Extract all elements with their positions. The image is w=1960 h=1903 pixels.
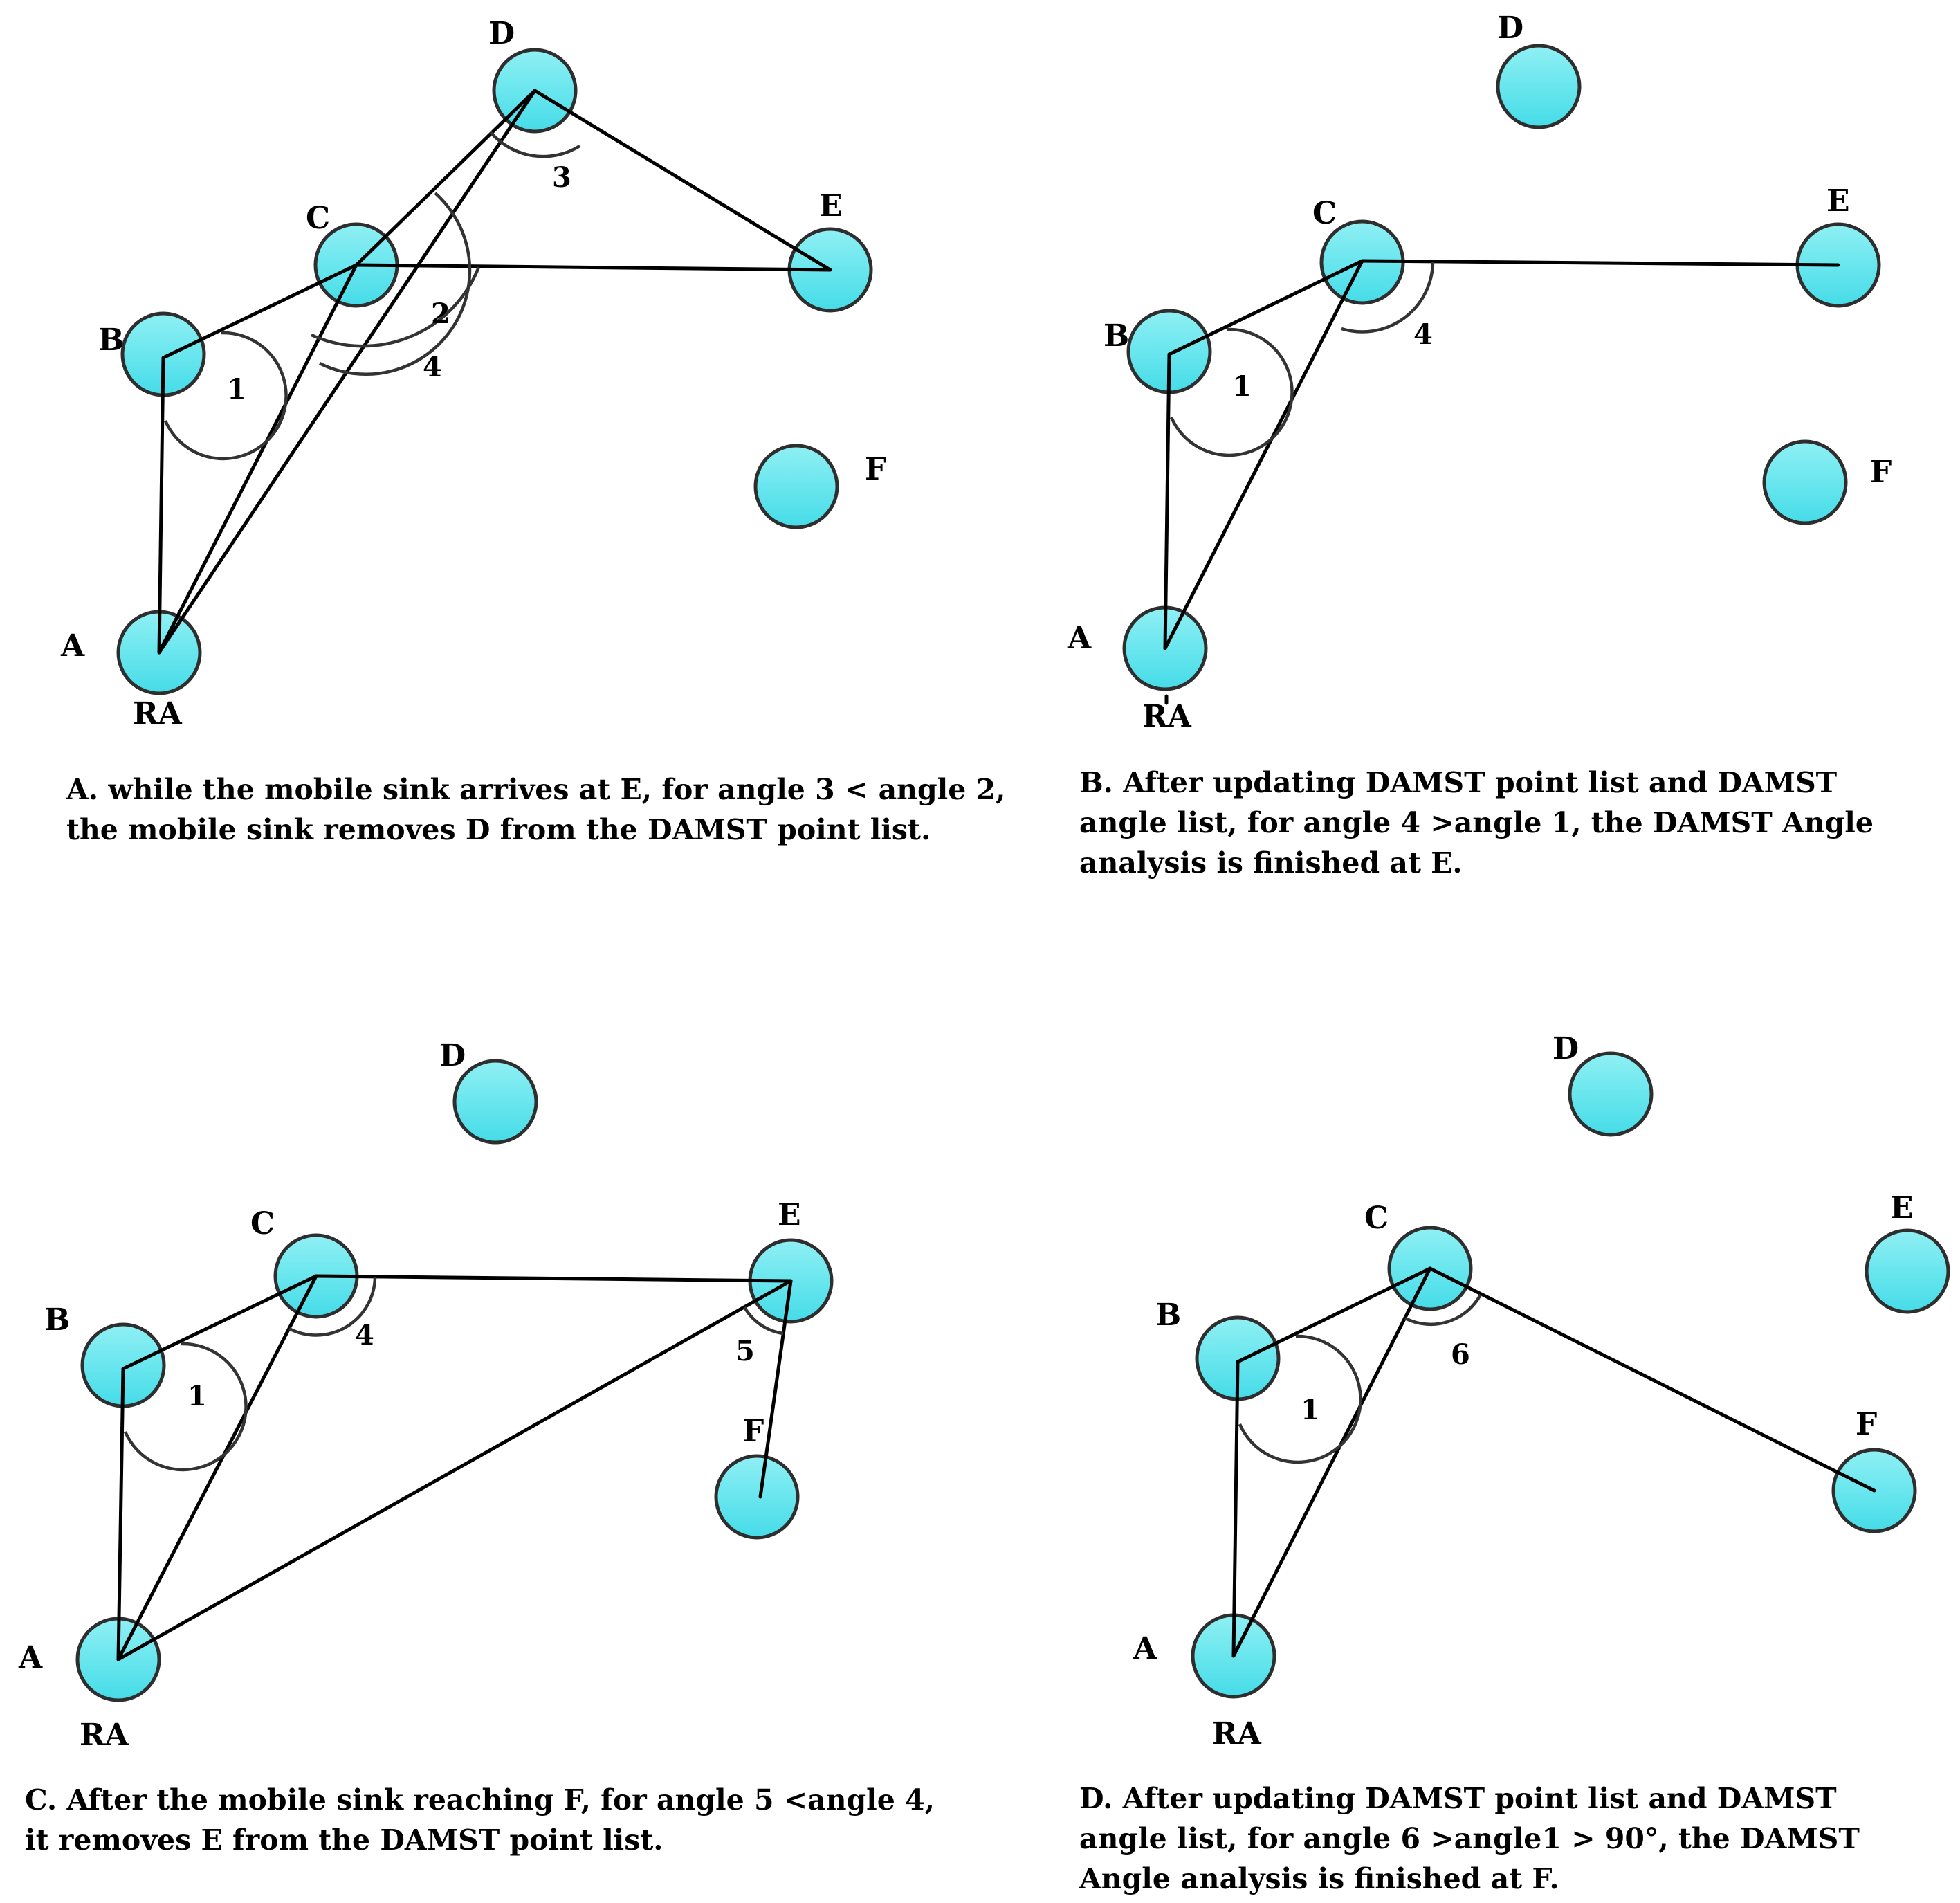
edge-a-b bbox=[157, 356, 165, 655]
node-e-label: E bbox=[778, 1197, 801, 1232]
node-b-label: B bbox=[1103, 318, 1129, 354]
node-ra-label: RA bbox=[1212, 1716, 1262, 1751]
angle-5-arc bbox=[743, 1306, 784, 1336]
angle-1-arc bbox=[1169, 327, 1294, 457]
node-f-label: F bbox=[865, 452, 886, 487]
node-e bbox=[1865, 1228, 1950, 1314]
panel-d-diagram: 1 6 D C E B F A RA bbox=[1133, 1031, 1950, 1751]
edge-b-c bbox=[121, 1274, 318, 1371]
edge-c-e bbox=[354, 263, 832, 272]
panel-c-caption: C. After the mobile sink reaching F, for… bbox=[25, 1780, 935, 1860]
caption-line: B. After updating DAMST point list and D… bbox=[1079, 766, 1838, 799]
edge-c-d bbox=[354, 89, 537, 267]
node-c-label: C bbox=[1364, 1201, 1389, 1236]
node-ra-label: RA bbox=[80, 1718, 129, 1753]
panel-d-caption: D. After updating DAMST point list and D… bbox=[1079, 1778, 1860, 1899]
edge-a-b bbox=[1163, 352, 1171, 650]
angle-4-arc bbox=[288, 1276, 377, 1337]
angle-2-label: 2 bbox=[431, 298, 450, 330]
angle-2-arc bbox=[318, 192, 472, 376]
node-a-label: A bbox=[60, 628, 85, 664]
node-ra-label: RA bbox=[1142, 699, 1192, 734]
angle-1-arc bbox=[1238, 1334, 1362, 1464]
angle-4-label: 4 bbox=[423, 351, 442, 383]
panel-a-diagram: 1 2 3 4 D C E B F A RA bbox=[60, 16, 886, 731]
node-f-label: F bbox=[742, 1414, 764, 1449]
caption-line: C. After the mobile sink reaching F, for… bbox=[25, 1783, 935, 1816]
edge-b-c bbox=[161, 263, 358, 360]
angle-4-arc bbox=[311, 266, 481, 348]
angle-4-label: 4 bbox=[1413, 318, 1433, 351]
node-a-label: A bbox=[18, 1640, 43, 1675]
node-b-label: B bbox=[44, 1302, 70, 1338]
edge-a-b bbox=[1231, 1360, 1240, 1658]
node-c-label: C bbox=[1312, 196, 1337, 231]
node-d-label: D bbox=[488, 16, 515, 51]
edge-a-e bbox=[116, 1279, 793, 1661]
node-f bbox=[714, 1454, 800, 1540]
angle-1-arc bbox=[163, 331, 288, 461]
node-d-label: D bbox=[1553, 1031, 1579, 1066]
caption-line: the mobile sink removes D from the DAMST… bbox=[66, 813, 931, 846]
panel-b-caption: B. After updating DAMST point list and D… bbox=[1079, 763, 1874, 883]
node-b-label: B bbox=[1155, 1298, 1181, 1333]
node-c-label: C bbox=[306, 201, 330, 236]
node-d bbox=[1496, 44, 1582, 129]
node-e-label: E bbox=[1826, 183, 1850, 219]
caption-line: angle list, for angle 6 >angle1 > 90°, t… bbox=[1079, 1822, 1860, 1855]
edge-a-c bbox=[157, 263, 358, 655]
angle-3-arc bbox=[489, 131, 581, 158]
node-e-label: E bbox=[819, 188, 843, 224]
angle-1-arc bbox=[123, 1342, 248, 1472]
node-d bbox=[1568, 1051, 1654, 1137]
node-b-label: B bbox=[98, 322, 124, 358]
angle-4-label: 4 bbox=[355, 1319, 374, 1351]
angle-5-label: 5 bbox=[735, 1335, 755, 1367]
angle-1-label: 1 bbox=[1301, 1394, 1320, 1426]
angle-1-label: 1 bbox=[187, 1380, 207, 1412]
node-ra-label: RA bbox=[133, 696, 183, 731]
node-d bbox=[452, 1059, 538, 1145]
caption-line: D. After updating DAMST point list and D… bbox=[1079, 1782, 1837, 1815]
panel-a-caption: A. while the mobile sink arrives at E, f… bbox=[66, 770, 1005, 850]
edge-a-c bbox=[1231, 1266, 1432, 1658]
node-a-label: A bbox=[1067, 621, 1092, 656]
caption-line: A. while the mobile sink arrives at E, f… bbox=[66, 773, 1006, 806]
panel-b-diagram: 1 4 D C E B F A RA bbox=[1067, 10, 1892, 734]
node-e-label: E bbox=[1890, 1190, 1914, 1226]
edge-b-c bbox=[1236, 1266, 1432, 1364]
edge-c-e bbox=[1360, 259, 1840, 267]
node-d-label: D bbox=[439, 1038, 466, 1073]
node-f-label: F bbox=[1856, 1407, 1877, 1442]
edge-e-f bbox=[758, 1279, 793, 1499]
angle-1-label: 1 bbox=[227, 373, 246, 406]
node-d-label: D bbox=[1497, 10, 1523, 46]
edge-a-c bbox=[116, 1274, 318, 1661]
edge-c-e bbox=[314, 1274, 793, 1283]
angle-3-label: 3 bbox=[552, 161, 571, 194]
node-f bbox=[753, 444, 839, 529]
node-f bbox=[1762, 439, 1848, 525]
caption-line: it removes E from the DAMST point list. bbox=[25, 1823, 663, 1857]
caption-line: Angle analysis is finished at F. bbox=[1079, 1862, 1559, 1895]
node-a-label: A bbox=[1133, 1631, 1157, 1666]
angle-6-arc bbox=[1404, 1293, 1482, 1327]
node-c-label: C bbox=[250, 1206, 275, 1241]
caption-line: analysis is finished at E. bbox=[1079, 846, 1463, 880]
angle-4-arc bbox=[1341, 261, 1435, 334]
edge-b-c bbox=[1167, 259, 1364, 356]
caption-line: angle list, for angle 4 >angle 1, the DA… bbox=[1079, 806, 1874, 839]
angle-6-label: 6 bbox=[1451, 1338, 1470, 1371]
edge-a-b bbox=[116, 1367, 125, 1661]
edge-c-f bbox=[1428, 1266, 1876, 1493]
edge-d-e bbox=[533, 89, 832, 272]
angle-1-label: 1 bbox=[1232, 370, 1252, 403]
edge-a-c bbox=[1163, 259, 1364, 650]
panel-c-diagram: 1 4 5 D C E B F A RA bbox=[18, 1038, 834, 1753]
node-f-label: F bbox=[1870, 455, 1892, 490]
